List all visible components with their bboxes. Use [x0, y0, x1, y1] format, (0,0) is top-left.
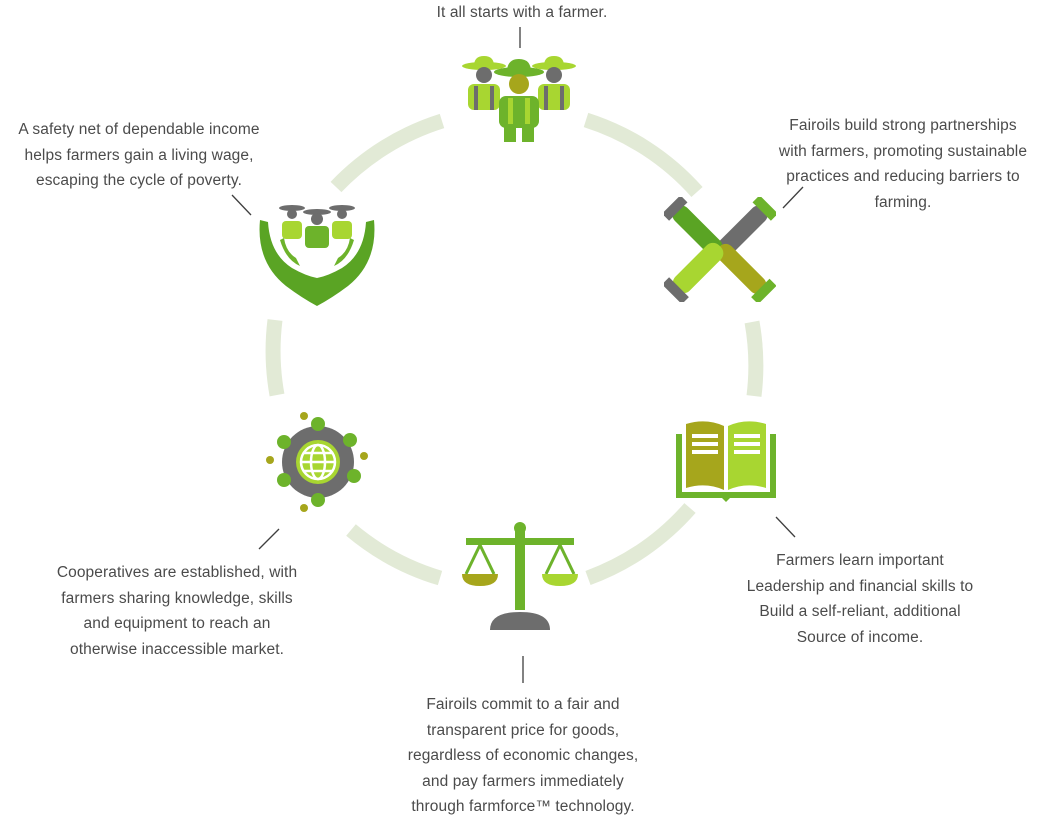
cooperative-globe-icon — [266, 412, 368, 512]
book-right-page — [728, 421, 766, 490]
ring-arc-bottom-left — [346, 524, 443, 586]
connector-top-right — [782, 186, 804, 209]
scale-pan-left — [462, 574, 498, 586]
connector-lines — [231, 27, 804, 683]
scale-base — [490, 612, 550, 630]
hands-cup — [259, 220, 375, 306]
balance-scale-icon — [462, 522, 578, 630]
small-farmers — [279, 205, 355, 248]
open-book-icon — [676, 421, 776, 502]
hand-olive — [716, 243, 767, 294]
supporting-hands-icon — [259, 205, 375, 306]
ring-arc-left — [265, 319, 285, 397]
connector-bottom-right — [775, 516, 796, 538]
farmers-group-icon — [462, 56, 576, 142]
ring-arc-right — [744, 320, 764, 397]
caption-farmer: It all starts with a farmer. — [436, 4, 608, 21]
farmer-right — [532, 56, 576, 110]
book-left-page — [686, 421, 724, 490]
connector-top-left — [231, 194, 252, 216]
ring-arcs — [265, 112, 764, 586]
hand-light-green — [672, 242, 724, 294]
caption-fair-price: Fairoils commit to a fair and transparen… — [407, 696, 639, 815]
caption-partnerships: Fairoils build strong partnerships with … — [778, 117, 1028, 211]
caption-skills: Farmers learn important Leadership and f… — [746, 552, 974, 646]
caption-cooperatives: Cooperatives are established, with farme… — [56, 564, 298, 658]
hand-gray — [717, 205, 768, 256]
ring-arc-bottom-right — [585, 503, 696, 586]
farmer-left — [462, 56, 506, 110]
scale-pan-right — [542, 574, 578, 586]
caption-safety-net: A safety net of dependable income helps … — [18, 121, 260, 189]
ring-arc-top-left — [330, 113, 445, 193]
connector-bottom-left — [258, 528, 280, 550]
ring-arc-top-right — [583, 112, 703, 198]
joined-hands-icon — [664, 197, 776, 302]
hand-dark-green — [672, 205, 723, 256]
farmer-center — [494, 59, 544, 142]
